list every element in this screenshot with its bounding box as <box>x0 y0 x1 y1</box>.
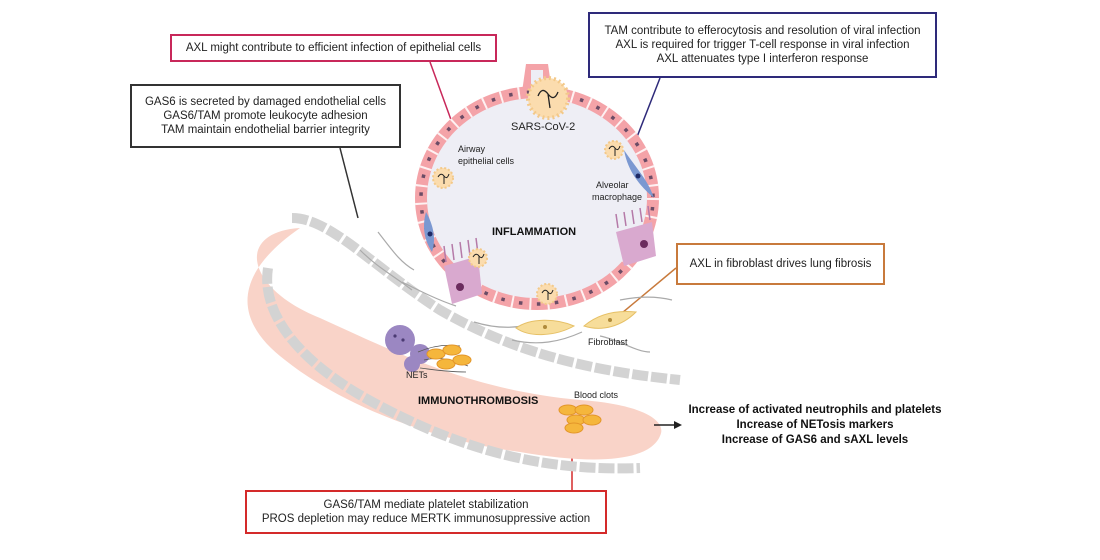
outcome-line-2: Increase of NETosis markers <box>736 419 894 431</box>
callout-axl-infection: AXL might contribute to efficient infect… <box>170 34 497 62</box>
callout-tam-line-3: AXL attenuates type I interferon respons… <box>656 53 869 65</box>
callout-gas6-platelet: GAS6/TAM mediate platelet stabilization … <box>245 490 607 534</box>
callout-platelet-line-1: GAS6/TAM mediate platelet stabilization <box>323 499 529 511</box>
virus-sars-cov-2 <box>526 76 570 120</box>
ciliated-cell-left <box>443 237 482 304</box>
platelets-nets <box>426 344 472 370</box>
blood-vessel <box>247 213 681 474</box>
callout-platelet-line-2: PROS depletion may reduce MERTK immunosu… <box>261 513 591 525</box>
label-immunothrombosis: IMMUNOTHROMBOSIS <box>418 395 538 407</box>
label-sars: SARS-CoV-2 <box>511 121 575 133</box>
callout-tam-line-2: AXL is required for trigger T-cell respo… <box>615 39 910 51</box>
label-inflammation: INFLAMMATION <box>492 226 576 238</box>
alveolus-lumen <box>427 98 647 298</box>
callout-axl-fibroblast-text: AXL in fibroblast drives lung fibrosis <box>689 258 872 270</box>
ciliated-cell-right <box>615 205 656 266</box>
virus-small-3 <box>468 248 488 268</box>
label-blood-clots: Blood clots <box>574 390 619 400</box>
label-airway-2: epithelial cells <box>458 156 515 166</box>
outcome-line-3: Increase of GAS6 and sAXL levels <box>721 434 909 446</box>
label-nets: NETs <box>406 370 428 380</box>
callout-tam-efferocytosis: TAM contribute to efferocytosis and reso… <box>588 12 937 78</box>
label-airway-1: Airway <box>458 144 486 154</box>
outcome-line-1: Increase of activated neutrophils and pl… <box>688 404 942 416</box>
virus-small-1 <box>432 167 454 189</box>
outcome-arrow-head <box>674 421 682 429</box>
callout-tam-line-1: TAM contribute to efferocytosis and reso… <box>604 25 921 37</box>
platelets-clot <box>558 404 602 434</box>
callout-gas6-endothelial: GAS6 is secreted by damaged endothelial … <box>130 84 401 148</box>
alveolar-macrophage <box>624 150 654 198</box>
label-fibroblast: Fibroblast <box>588 337 628 347</box>
callout-axl-fibroblast: AXL in fibroblast drives lung fibrosis <box>676 243 885 285</box>
label-alveolar-2: macrophage <box>592 192 642 202</box>
interstitial-fibres <box>359 231 673 353</box>
vessel-wall-upper <box>291 213 681 385</box>
vessel-wall-lower <box>262 267 641 474</box>
callout-gas6-line-3: TAM maintain endothelial barrier integri… <box>161 124 370 136</box>
vessel-lumen <box>247 228 662 460</box>
callout-gas6-line-1: GAS6 is secreted by damaged endothelial … <box>144 96 386 108</box>
callout-gas6-line-2: GAS6/TAM promote leukocyte adhesion <box>163 110 368 122</box>
virus-small-4 <box>536 283 558 305</box>
fibroblast-cells <box>515 311 638 335</box>
connector-gas6 <box>339 147 359 219</box>
epithelium-nuclei <box>419 90 655 306</box>
virus-small-2 <box>604 140 624 160</box>
macrophage-left <box>424 212 434 252</box>
label-alveolar-1: Alveolar <box>596 180 629 190</box>
callout-axl-infection-text: AXL might contribute to efficient infect… <box>185 42 482 54</box>
connector-fibroblast <box>615 267 677 319</box>
